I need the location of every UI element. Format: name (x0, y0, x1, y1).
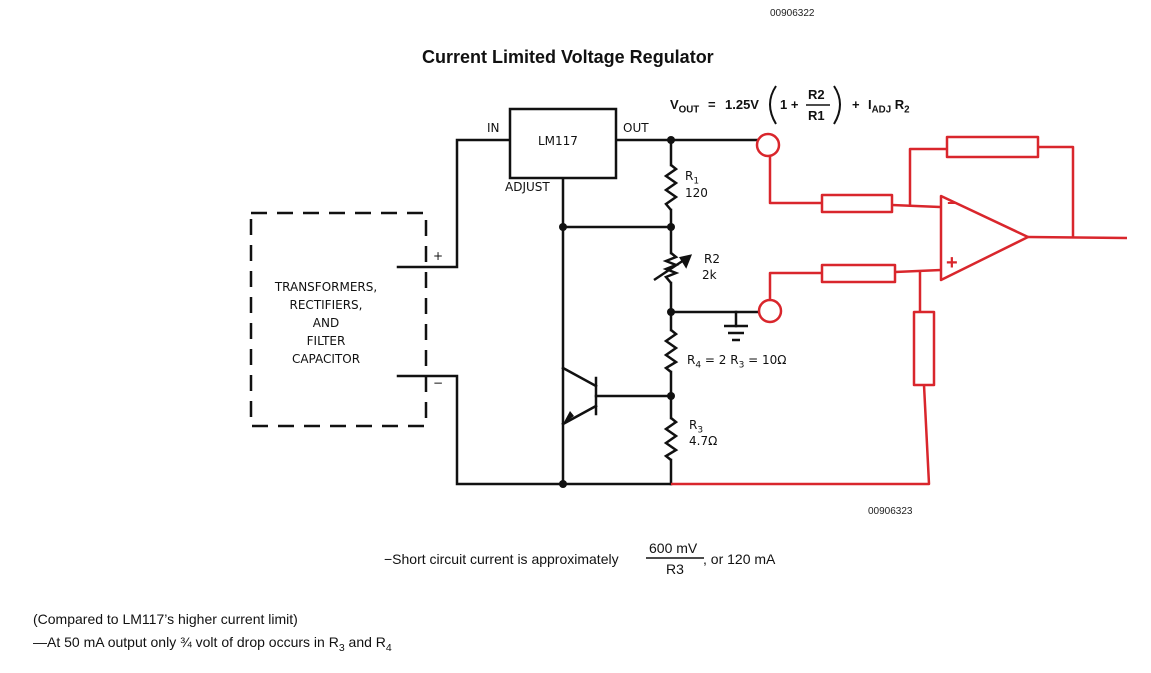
formula-iadj-sub: ADJ (871, 104, 892, 116)
wire-ground-resistor-return (671, 384, 931, 486)
formula-one-plus: 1 + (780, 97, 799, 112)
r4-resistor (663, 329, 679, 373)
note-line-2: —At 50 mA output only ¾ volt of drop occ… (33, 634, 392, 654)
r4-equation: R4 = 2 R3 = 10Ω (687, 353, 787, 371)
wire-inverting-node (891, 203, 941, 209)
lm117-box (508, 107, 618, 180)
supply-line-2: RECTIFIERS, (289, 298, 363, 312)
r2-resistor (662, 252, 680, 284)
r2-arrowhead (679, 254, 693, 269)
r2-label: R2 (704, 252, 720, 266)
formula-iadj-term: IADJ R2 (868, 97, 910, 116)
probe-circle-bottom (757, 298, 783, 324)
formula-frac-den: R1 (808, 108, 825, 123)
transistor-emitter-arrow (563, 411, 574, 424)
pin-in-label: IN (487, 121, 500, 135)
supply-line-3: AND (312, 316, 340, 330)
r3-value: 4.7Ω (689, 434, 718, 448)
formula-lhs-sub: OUT (678, 104, 700, 116)
formula-paren-right (833, 85, 841, 125)
opamp-triangle (939, 194, 1030, 282)
formula-lhs: V (670, 97, 679, 112)
r2-value: 2k (702, 268, 717, 282)
wire-feedback (908, 147, 947, 207)
ground-symbol (724, 324, 748, 342)
wire-to-inverting (768, 156, 822, 205)
regulator-name: LM117 (538, 134, 578, 148)
short-circuit-numerator: 600 mV (649, 540, 698, 556)
probe-circle-top (755, 132, 781, 158)
red-markup (671, 132, 1128, 486)
feedback-resistor (945, 135, 1040, 159)
input-resistor-top (820, 193, 894, 214)
wire-opamp-output (1027, 235, 1128, 240)
wire-ground-rail (396, 374, 673, 486)
supply-label: TRANSFORMERS, RECTIFIERS, AND FILTER CAP… (251, 278, 401, 368)
supply-line-5: CAPACITOR (291, 352, 361, 366)
short-circuit-prefix: −Short circuit current is approximately (384, 551, 619, 567)
supply-line-1: TRANSFORMERS, (274, 280, 378, 294)
formula-r2-sub: 2 (904, 104, 910, 116)
r1-resistor (663, 164, 679, 211)
transistor-emitter (561, 404, 598, 426)
ground-resistor (912, 310, 936, 387)
supply-plus: + (433, 249, 444, 263)
formula-iadj: I (868, 97, 872, 112)
transistor-collector (561, 366, 598, 388)
note-line-1: (Compared to LM117’s higher current limi… (33, 611, 298, 627)
supply-line-4: FILTER (306, 334, 346, 348)
r3-label: R3 (689, 418, 704, 436)
opamp-plus-sign: + (946, 252, 958, 274)
r3-resistor (663, 417, 679, 461)
formula-paren-left (769, 85, 777, 125)
wire-noninverting-node (894, 268, 942, 274)
page-title: Current Limited Voltage Regulator (422, 47, 714, 67)
figure-code-top: 00906322 (770, 8, 815, 19)
r1-label: R1 (685, 169, 700, 187)
formula-plus: + (852, 97, 860, 112)
r1-value: 120 (685, 186, 708, 200)
pin-out-label: OUT (623, 121, 649, 135)
formula-r2: R (894, 97, 905, 112)
formula-frac-num: R2 (808, 87, 825, 102)
junction-dots (559, 136, 675, 488)
short-circuit-denominator: R3 (666, 561, 684, 577)
short-circuit-suffix: , or 120 mA (703, 551, 776, 567)
pin-adjust-label: ADJUST (505, 180, 550, 194)
formula-equals: = (708, 97, 716, 112)
formula-const: 1.25V (725, 97, 759, 112)
input-resistor-bottom (820, 263, 897, 284)
formula-vout: VOUT (670, 97, 699, 116)
opamp-minus-sign: − (947, 193, 958, 213)
supply-minus: − (433, 376, 444, 390)
supply-box (249, 211, 428, 428)
figure-code-bottom: 00906323 (868, 506, 913, 517)
resistors (653, 164, 693, 461)
wire-supply-positive (396, 138, 512, 269)
wire-feedback-return (1038, 145, 1075, 237)
wire-to-noninverting (768, 271, 822, 300)
